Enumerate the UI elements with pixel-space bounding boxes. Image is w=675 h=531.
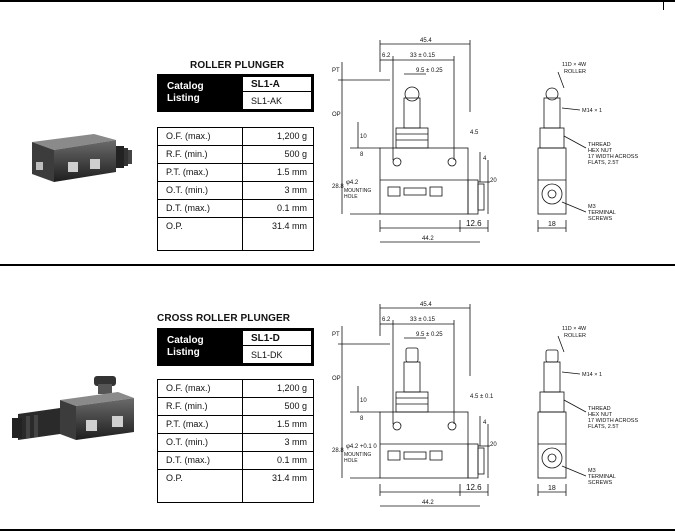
svg-text:HOLE: HOLE	[344, 458, 358, 464]
svg-text:10: 10	[360, 134, 367, 140]
svg-text:11D × 4W: 11D × 4W	[562, 62, 587, 68]
product-photo	[10, 374, 138, 450]
svg-text:33 ± 0.15: 33 ± 0.15	[410, 317, 436, 323]
svg-text:OP: OP	[332, 112, 341, 118]
svg-text:M14 × 1: M14 × 1	[582, 108, 602, 114]
svg-text:8: 8	[360, 416, 364, 422]
svg-text:18: 18	[548, 485, 556, 492]
svg-text:44.2: 44.2	[422, 500, 434, 506]
catalog-code-primary: SL1-A	[243, 77, 311, 92]
catalog-code-primary: SL1-D	[243, 331, 311, 346]
section-title: CROSS ROLLER PLUNGER	[157, 313, 291, 324]
svg-text:12.6: 12.6	[466, 219, 482, 228]
spec-row: O.T. (min.)3 mm	[158, 434, 313, 452]
svg-text:ROLLER: ROLLER	[564, 69, 586, 75]
svg-text:11D × 4W: 11D × 4W	[562, 326, 587, 332]
svg-text:18: 18	[548, 221, 556, 228]
spec-table: O.F. (max.)1,200 g R.F. (min.)500 g P.T.…	[157, 379, 314, 503]
svg-text:TERMINAL: TERMINAL	[588, 474, 616, 480]
spec-row: D.T. (max.)0.1 mm	[158, 452, 313, 470]
svg-text:9.5 ± 0.25: 9.5 ± 0.25	[416, 332, 443, 338]
svg-text:M14 × 1: M14 × 1	[582, 372, 602, 378]
spec-row: P.T. (max.)1.5 mm	[158, 164, 313, 182]
catalog-listing: Catalog Listing SL1-D SL1-DK	[157, 328, 314, 366]
svg-text:MOUNTING: MOUNTING	[344, 188, 371, 194]
svg-text:45.4: 45.4	[420, 38, 432, 44]
dimension-drawing: 45.4 6.2 33 ± 0.15 9.5 ± 0.25 PT OP 10 8…	[330, 296, 670, 521]
spec-row: R.F. (min.)500 g	[158, 398, 313, 416]
svg-text:6.2: 6.2	[382, 317, 391, 323]
top-rule	[0, 0, 675, 2]
section-title: ROLLER PLUNGER	[190, 60, 285, 71]
catalog-code-secondary: SL1-DK	[251, 350, 283, 360]
dimension-drawing-svg: 45.4 6.2 33 ± 0.15 9.5 ± 0.25 PT OP 10 8…	[332, 38, 638, 243]
svg-text:44.2: 44.2	[422, 236, 434, 242]
catalog-label: Catalog Listing	[167, 335, 204, 358]
spec-row: P.T. (max.)1.5 mm	[158, 416, 313, 434]
product-photo	[24, 130, 136, 188]
svg-text:45.4: 45.4	[420, 302, 432, 308]
svg-text:12.6: 12.6	[466, 483, 482, 492]
corner-tick	[663, 0, 664, 10]
catalog-codes: SL1-A SL1-AK	[243, 77, 311, 109]
catalog-listing: Catalog Listing SL1-A SL1-AK	[157, 74, 314, 112]
svg-text:4.5 ± 0.1: 4.5 ± 0.1	[470, 394, 494, 400]
switch-photo-icon	[32, 134, 132, 182]
svg-text:8: 8	[360, 152, 364, 158]
catalog-codes: SL1-D SL1-DK	[243, 331, 311, 363]
catalog-label: Catalog Listing	[167, 81, 204, 104]
svg-text:FLATS, 2.5T: FLATS, 2.5T	[588, 160, 619, 166]
svg-text:FLATS, 2.5T: FLATS, 2.5T	[588, 424, 619, 430]
svg-text:THREAD: THREAD	[588, 406, 611, 412]
spec-row: O.F. (max.)1,200 g	[158, 128, 313, 146]
svg-text:10: 10	[360, 398, 367, 404]
svg-text:4.5: 4.5	[470, 130, 479, 136]
svg-text:ROLLER: ROLLER	[564, 333, 586, 339]
svg-text:28.8: 28.8	[332, 184, 344, 190]
svg-text:φ4.2: φ4.2	[346, 180, 359, 186]
svg-text:TERMINAL: TERMINAL	[588, 210, 616, 216]
svg-text:SCREWS: SCREWS	[588, 216, 612, 222]
dimension-drawing: 45.4 6.2 33 ± 0.15 9.5 ± 0.25 PT OP 10 8…	[330, 32, 670, 257]
cross-roller-plunger-section: CROSS ROLLER PLUNGER Catalog Listing SL1…	[0, 266, 675, 528]
svg-text:17 WIDTH ACROSS: 17 WIDTH ACROSS	[588, 418, 638, 424]
catalog-code-secondary: SL1-AK	[251, 96, 283, 106]
svg-text:MOUNTING: MOUNTING	[344, 452, 371, 458]
svg-text:HEX NUT: HEX NUT	[588, 148, 613, 154]
svg-text:20: 20	[490, 178, 497, 184]
spec-row: O.P.31.4 mm	[166, 473, 307, 483]
svg-text:THREAD: THREAD	[588, 142, 611, 148]
switch-photo-icon	[12, 376, 134, 440]
spec-table: O.F. (max.)1,200 g R.F. (min.)500 g P.T.…	[157, 127, 314, 251]
spec-row: O.F. (max.)1,200 g	[158, 380, 313, 398]
svg-text:SCREWS: SCREWS	[588, 480, 612, 486]
svg-text:OP: OP	[332, 376, 341, 382]
svg-text:6.2: 6.2	[382, 53, 391, 59]
spec-row: D.T. (max.)0.1 mm	[158, 200, 313, 218]
svg-text:9.5 ± 0.25: 9.5 ± 0.25	[416, 68, 443, 74]
section-divider	[0, 264, 675, 266]
svg-text:M3: M3	[588, 468, 596, 474]
svg-text:HOLE: HOLE	[344, 194, 358, 200]
bottom-rule	[0, 529, 675, 531]
spec-row: O.P.31.4 mm	[166, 221, 307, 231]
svg-text:4: 4	[483, 420, 487, 426]
svg-text:PT: PT	[332, 332, 340, 338]
svg-text:φ4.2 +0.1 0: φ4.2 +0.1 0	[346, 444, 377, 450]
svg-text:M3: M3	[588, 204, 596, 210]
svg-text:HEX NUT: HEX NUT	[588, 412, 613, 418]
svg-text:28.8: 28.8	[332, 448, 344, 454]
svg-text:20: 20	[490, 442, 497, 448]
svg-text:17 WIDTH ACROSS: 17 WIDTH ACROSS	[588, 154, 638, 160]
dimension-drawing-svg: 45.4 6.2 33 ± 0.15 9.5 ± 0.25 PT OP 10 8…	[332, 302, 638, 507]
svg-text:4: 4	[483, 156, 487, 162]
svg-text:33 ± 0.15: 33 ± 0.15	[410, 53, 436, 59]
spec-row: R.F. (min.)500 g	[158, 146, 313, 164]
spec-row: O.T. (min.)3 mm	[158, 182, 313, 200]
roller-plunger-section: ROLLER PLUNGER Catalog Listing SL1-A SL1…	[0, 2, 675, 264]
svg-text:PT: PT	[332, 68, 340, 74]
